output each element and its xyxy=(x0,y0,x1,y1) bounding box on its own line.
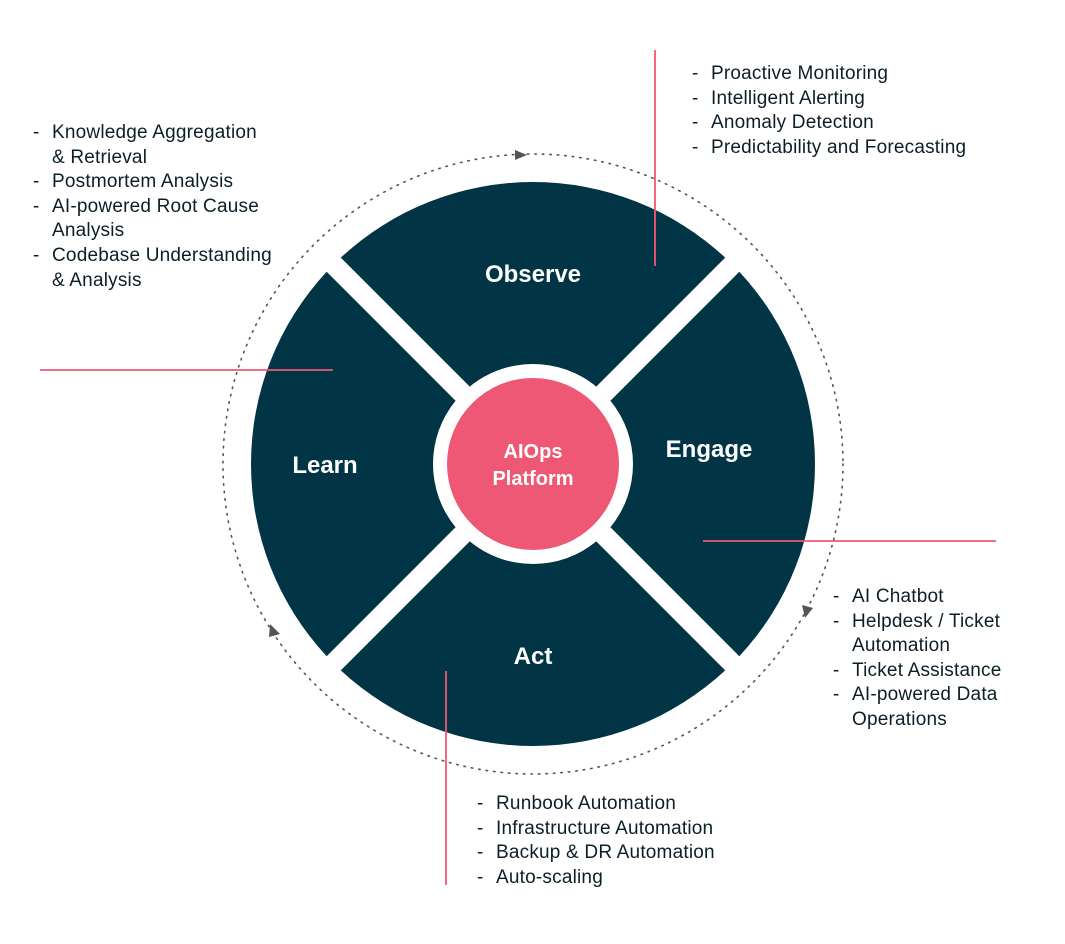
list-item-text: Automation xyxy=(852,635,951,657)
bullet-dash: - xyxy=(477,866,484,888)
bullet-dash: - xyxy=(692,63,699,84)
segment-learn xyxy=(250,271,456,657)
list-item-text: Knowledge Aggregation xyxy=(52,122,257,143)
bullet-dash: - xyxy=(33,171,40,193)
hub-label-line2: Platform xyxy=(492,468,573,490)
bullet-dash: - xyxy=(692,112,699,134)
list-item-text: & Retrieval xyxy=(52,146,148,168)
list-item-text: Helpdesk / Ticket xyxy=(852,610,1001,632)
observe-features-list: -Proactive Monitoring-Intelligent Alerti… xyxy=(692,62,966,160)
list-item-text: Postmortem Analysis xyxy=(52,171,234,193)
list-item-text: AI Chatbot xyxy=(852,586,944,607)
list-item-text: Anomaly Detection xyxy=(711,112,874,134)
list-item: -Codebase Understanding & Analysis xyxy=(33,244,272,293)
list-item-text: Operations xyxy=(852,708,947,730)
list-item: -AI Chatbot xyxy=(833,585,1001,610)
list-item-text: AI-powered Root Cause xyxy=(52,195,259,217)
segment-label-learn: Learn xyxy=(292,452,357,479)
list-item: -Auto-scaling xyxy=(477,866,715,891)
bullet-dash: - xyxy=(833,659,840,681)
cycle-arrow-left-icon xyxy=(269,624,280,637)
list-item: -Knowledge Aggregation & Retrieval xyxy=(33,121,272,170)
segment-engage xyxy=(610,271,816,657)
list-item-text: Infrastructure Automation xyxy=(496,817,714,839)
list-item-text: Codebase Understanding xyxy=(52,244,272,266)
list-item-text: AI-powered Data xyxy=(852,684,998,706)
list-item-text: Backup & DR Automation xyxy=(496,842,715,864)
list-item-text: Auto-scaling xyxy=(496,866,603,888)
bullet-dash: - xyxy=(33,244,40,266)
list-item-text: & Analysis xyxy=(52,269,142,291)
act-features-list: -Runbook Automation-Infrastructure Autom… xyxy=(477,792,715,890)
segment-label-observe: Observe xyxy=(485,261,581,288)
hub-label-line1: AIOps xyxy=(504,441,563,463)
learn-features-list: -Knowledge Aggregation& Retrieval-Postmo… xyxy=(33,121,272,293)
list-item: -Ticket Assistance xyxy=(833,659,1001,684)
bullet-dash: - xyxy=(33,122,40,143)
bullet-dash: - xyxy=(833,586,840,607)
list-item-text: Predictability and Forecasting xyxy=(711,136,967,158)
bullet-dash: - xyxy=(33,195,40,217)
list-item: -Proactive Monitoring xyxy=(692,62,966,87)
list-item: -Intelligent Alerting xyxy=(692,87,966,112)
list-item: -Postmortem Analysis xyxy=(33,170,272,195)
segment-label-engage: Engage xyxy=(666,436,753,463)
list-item-text: Proactive Monitoring xyxy=(711,63,889,84)
list-item-text: Ticket Assistance xyxy=(852,659,1002,681)
hub-circle xyxy=(447,378,619,550)
segment-label-act: Act xyxy=(514,643,553,670)
segment-observe xyxy=(340,181,726,387)
list-item: -Predictability and Forecasting xyxy=(692,136,966,161)
bullet-dash: - xyxy=(833,610,840,632)
cycle-arrow-right-icon xyxy=(802,605,813,618)
list-item-text: Analysis xyxy=(52,220,125,242)
bullet-dash: - xyxy=(477,817,484,839)
bullet-dash: - xyxy=(477,842,484,864)
list-item-text: Runbook Automation xyxy=(496,793,676,814)
bullet-dash: - xyxy=(477,793,484,814)
bullet-dash: - xyxy=(833,684,840,706)
bullet-dash: - xyxy=(692,136,699,158)
list-item: -Backup & DR Automation xyxy=(477,841,715,866)
list-item: -Runbook Automation xyxy=(477,792,715,817)
segment-act xyxy=(340,541,726,747)
cycle-arrow-top-icon xyxy=(515,150,527,160)
list-item: -Infrastructure Automation xyxy=(477,817,715,842)
list-item: -Anomaly Detection xyxy=(692,111,966,136)
bullet-dash: - xyxy=(692,87,699,109)
dotted-cycle-ring xyxy=(222,153,844,775)
list-item-text: Intelligent Alerting xyxy=(711,87,865,109)
